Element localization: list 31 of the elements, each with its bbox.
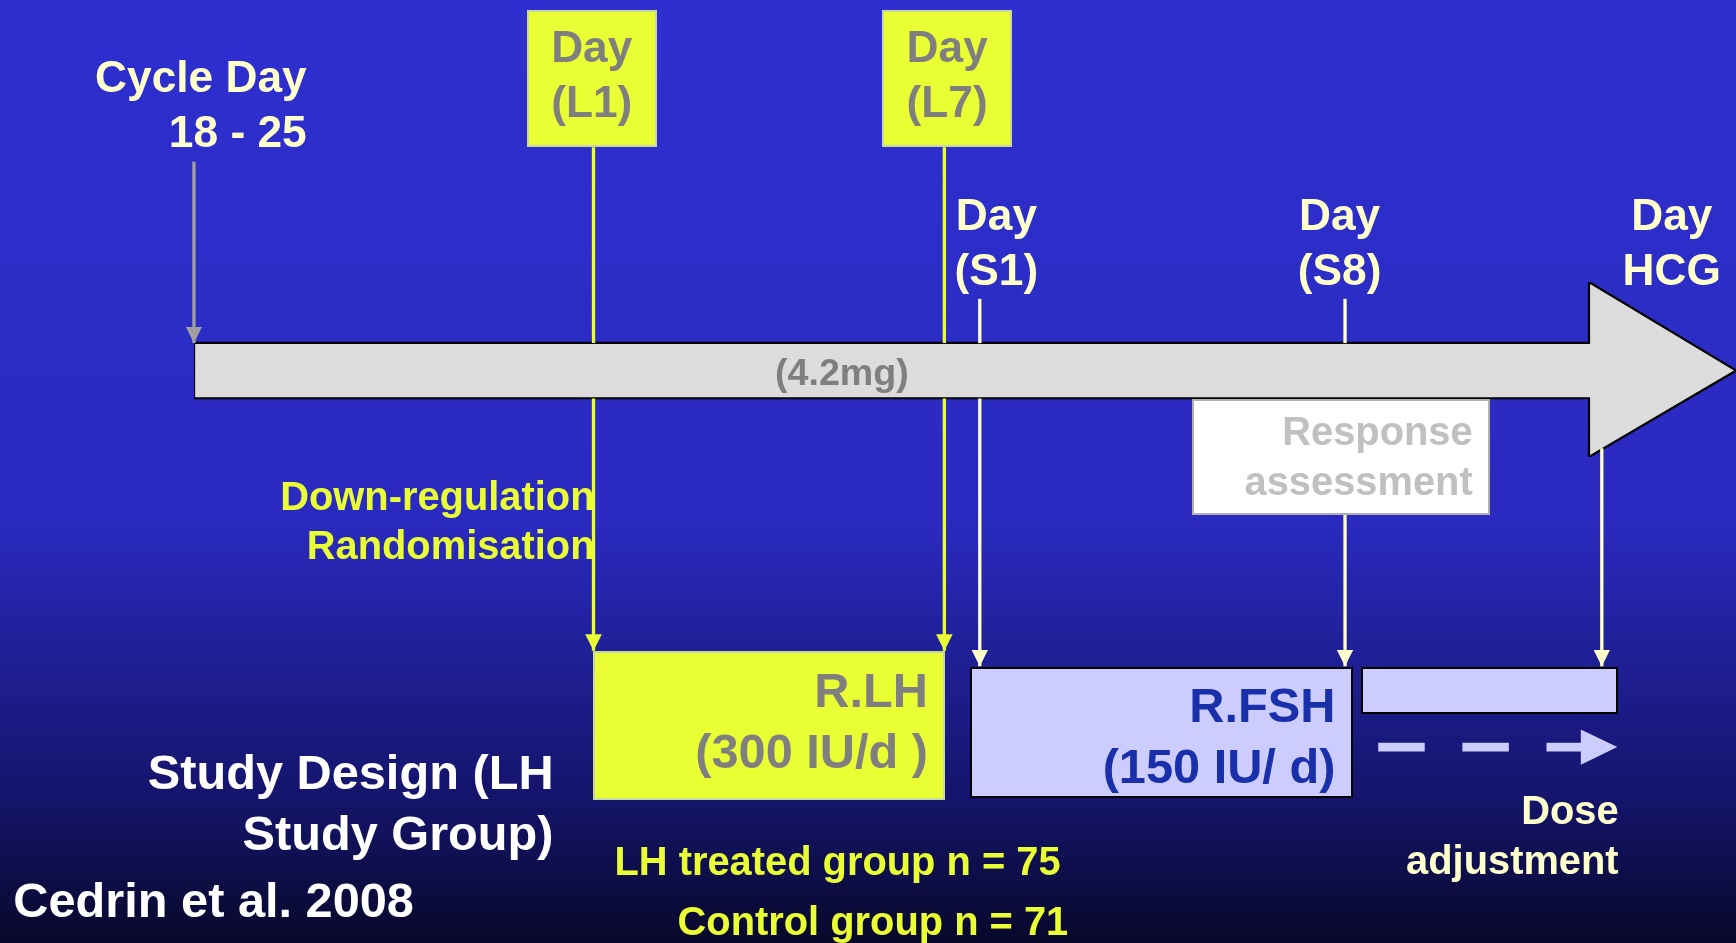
connector-line: [1343, 298, 1347, 344]
phase-note: Down-regulation Randomisation: [279, 472, 595, 570]
day-label: Cycle Day 18 - 25: [94, 50, 307, 159]
dose-label: (300 IU/d ): [694, 722, 928, 780]
day-label: Day (S8): [1296, 189, 1383, 297]
dose-note: Dose adjustment: [1405, 787, 1619, 884]
arrow: [1336, 514, 1354, 667]
citation: Cedrin et al. 2008: [13, 872, 415, 930]
arrow: [1593, 448, 1611, 667]
dose-label: (150 IU/ d): [1101, 738, 1336, 796]
connector-line: [942, 147, 947, 344]
assessment-box: Response assessment: [1192, 398, 1491, 515]
treatment-box: [593, 651, 946, 801]
slide-caption: Study Design (LH Study Group): [146, 743, 554, 862]
dose-label: (4.2mg): [775, 350, 909, 394]
arrow: [971, 398, 989, 667]
drug-label: R.LH: [813, 661, 928, 719]
day-box: Day (L1): [527, 9, 657, 148]
connector-line: [978, 298, 982, 344]
day-label: Day HCG: [1621, 189, 1722, 297]
dose-bar: [1360, 666, 1618, 715]
drug-label: R.FSH: [1188, 677, 1336, 735]
group-size-note: LH treated group n = 75: [614, 838, 1062, 885]
treatment-box: [969, 666, 1353, 799]
arrow: [185, 161, 203, 344]
arrow: [585, 398, 602, 651]
day-label: Day (S1): [953, 189, 1040, 297]
day-box: Day (L7): [882, 9, 1012, 148]
group-size-note: Control group n = 71: [677, 897, 1070, 943]
arrow: [936, 398, 953, 651]
connector-line: [591, 147, 596, 344]
